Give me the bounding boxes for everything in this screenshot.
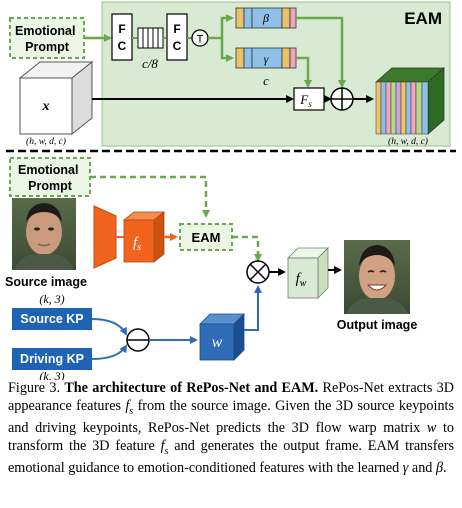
output-image <box>344 240 410 314</box>
caption-body: RePos-Net extracts 3D appearance feature… <box>8 380 455 477</box>
k3-top-label: (k, 3) <box>39 292 64 306</box>
output-image-label: Output image <box>337 318 418 332</box>
gamma-label: γ <box>264 52 269 66</box>
source-kp-box <box>12 308 92 330</box>
emotional-prompt-top-label: Emotional Prompt <box>15 24 79 54</box>
fw-cube-label: fw <box>296 271 307 289</box>
fs-op-label: Fs <box>299 92 312 109</box>
source-kp-label: Source KP <box>20 312 83 326</box>
svg-text:FC: FC <box>173 22 182 53</box>
caption-title: The architecture of RePos-Net and EAM. <box>64 380 319 396</box>
svg-text:FC: FC <box>118 22 127 53</box>
eam-module-label: EAM <box>192 230 221 245</box>
eam-module-box <box>179 223 233 251</box>
output-dims-label: (h, w, d, c) <box>388 136 428 147</box>
fs-feature-cube <box>122 211 166 263</box>
gamma-vector <box>235 47 297 69</box>
c-over-8-vector <box>137 27 164 49</box>
emotional-prompt-bottom-label: Emotional Prompt <box>18 163 82 193</box>
driving-kp-label: Driving KP <box>20 352 84 366</box>
emotional-prompt-box-top <box>9 17 85 59</box>
output-feature-cube <box>374 67 446 135</box>
input-dims-label: (h, w, d, c) <box>26 136 66 147</box>
driving-kp-box <box>12 348 92 370</box>
caption-label: Figure 3. <box>8 380 60 396</box>
w-cube-label: w <box>212 334 223 351</box>
x-label: x <box>42 99 50 114</box>
fs-cube-label: fs <box>133 235 141 253</box>
fc-layer-2 <box>166 13 188 61</box>
beta-vector <box>235 7 297 29</box>
figure-caption: Figure 3. The architecture of RePos-Net … <box>8 380 454 478</box>
w-warp-cube <box>199 313 245 361</box>
beta-label: β <box>262 11 269 25</box>
c-over-8-label: c/8 <box>142 56 158 71</box>
k3-bottom-label: (k, 3) <box>39 369 64 380</box>
eam-title: EAM <box>404 9 442 28</box>
appearance-encoder <box>93 205 117 269</box>
source-image-label: Source image <box>5 275 87 289</box>
fw-feature-cube <box>287 247 329 299</box>
source-image <box>12 198 76 270</box>
c-label: c <box>263 73 269 88</box>
input-feature-cube <box>18 60 94 136</box>
transpose-label: T <box>197 34 204 46</box>
fc-layer-1 <box>111 13 133 61</box>
